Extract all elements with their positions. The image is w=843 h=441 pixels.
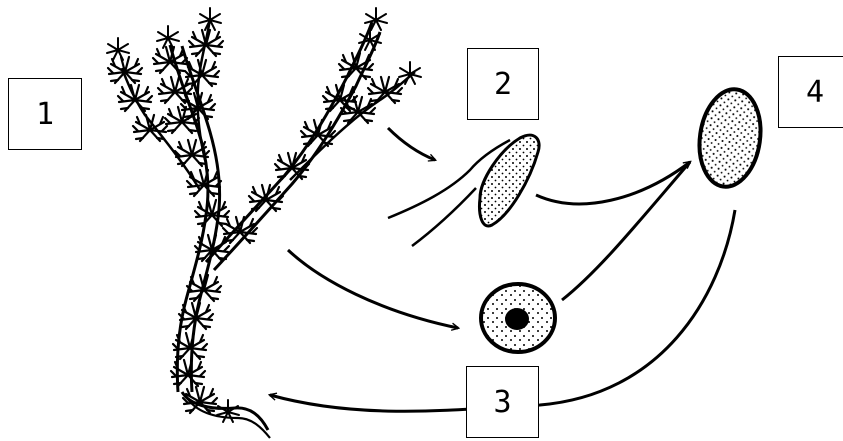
label-3-text: 3 — [493, 385, 511, 420]
arrow-plant-to-stage-2 — [388, 128, 435, 160]
stage-2-organ — [388, 135, 539, 246]
arrow-stage-2-to-stage-4 — [536, 162, 690, 204]
label-2-text: 2 — [494, 67, 512, 102]
label-1-text: 1 — [36, 97, 54, 132]
arrow-plant-to-stage-3 — [288, 250, 458, 328]
stage-3-cell — [481, 284, 555, 352]
label-box-4: 4 — [778, 56, 843, 128]
label-box-2: 2 — [467, 48, 539, 120]
arrow-stage-3-to-stage-4 — [562, 162, 690, 300]
plant-illustration — [107, 8, 421, 438]
label-box-1: 1 — [8, 78, 82, 150]
label-box-3: 3 — [466, 366, 539, 438]
label-4-text: 4 — [806, 75, 824, 110]
stage-4-oospore — [693, 85, 766, 190]
